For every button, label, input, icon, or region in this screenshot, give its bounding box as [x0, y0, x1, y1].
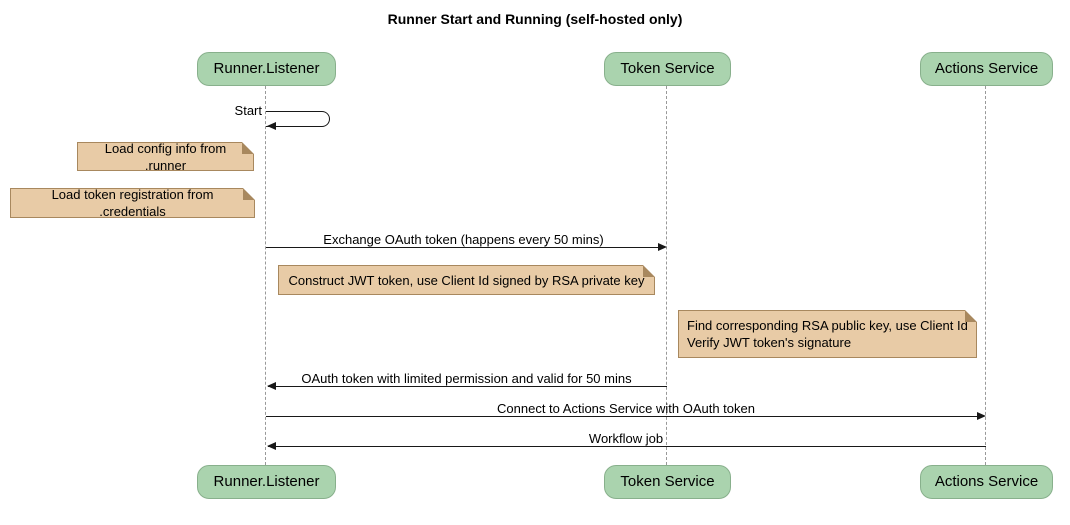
message-connect-actions-line	[266, 416, 978, 417]
participant-actions-service-top: Actions Service	[920, 52, 1053, 86]
participant-runner-listener-top: Runner.Listener	[197, 52, 336, 86]
participant-runner-listener-bottom: Runner.Listener	[197, 465, 336, 499]
message-connect-actions-label: Connect to Actions Service with OAuth to…	[497, 401, 755, 416]
message-exchange-oauth-label: Exchange OAuth token (happens every 50 m…	[323, 232, 604, 247]
message-exchange-oauth-line	[266, 247, 659, 248]
message-oauth-return-line	[268, 386, 667, 387]
arrowhead-left-icon	[267, 382, 276, 390]
note-construct-jwt: Construct JWT token, use Client Id signe…	[278, 265, 655, 295]
note-verify-jwt-line2: Verify JWT token's signature	[687, 335, 852, 350]
diagram-title: Runner Start and Running (self-hosted on…	[387, 11, 683, 27]
note-fold-icon	[965, 310, 977, 322]
participant-actions-service-bottom: Actions Service	[920, 465, 1053, 499]
note-load-token-registration: Load token registration from .credential…	[10, 187, 255, 219]
arrowhead-left-icon	[267, 122, 276, 130]
note-construct-jwt-text: Construct JWT token, use Client Id signe…	[288, 272, 645, 288]
lifeline-token-service	[666, 86, 667, 465]
arrowhead-right-icon	[977, 412, 986, 420]
message-start-loop	[266, 111, 330, 127]
note-load-config-text: Load config info from .runner	[104, 140, 227, 173]
message-oauth-return-label: OAuth token with limited permission and …	[301, 371, 632, 386]
note-fold-icon	[242, 142, 254, 154]
note-verify-jwt: Find corresponding RSA public key, use C…	[678, 310, 977, 358]
message-workflow-job-label: Workflow job	[588, 431, 664, 446]
message-start-label: Start	[234, 103, 262, 118]
note-verify-jwt-line1: Find corresponding RSA public key, use C…	[687, 318, 968, 333]
message-workflow-job-line	[268, 446, 986, 447]
note-load-config: Load config info from .runner	[77, 140, 254, 173]
arrowhead-right-icon	[658, 243, 667, 251]
arrowhead-left-icon	[267, 442, 276, 450]
participant-token-service-top: Token Service	[604, 52, 731, 86]
lifeline-actions-service	[985, 86, 986, 465]
note-fold-icon	[243, 188, 255, 200]
lifeline-runner-listener	[265, 86, 266, 465]
note-load-token-registration-text: Load token registration from .credential…	[51, 187, 214, 219]
participant-token-service-bottom: Token Service	[604, 465, 731, 499]
note-fold-icon	[643, 265, 655, 277]
